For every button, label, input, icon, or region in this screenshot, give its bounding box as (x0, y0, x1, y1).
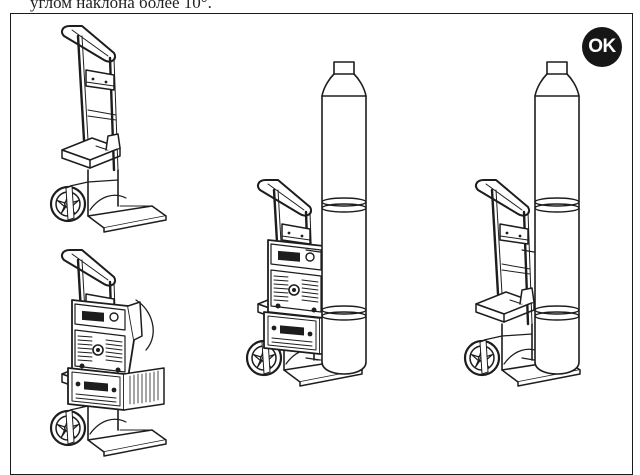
figure-cart-with-welder-and-cylinder (247, 61, 367, 386)
figure-cart-with-cylinder (465, 61, 580, 386)
caption-text: углом наклона более 10°. (30, 0, 212, 12)
figure-cart-with-welder (51, 250, 166, 456)
figure-cart-empty (51, 26, 166, 232)
ok-badge: OK (582, 27, 622, 67)
